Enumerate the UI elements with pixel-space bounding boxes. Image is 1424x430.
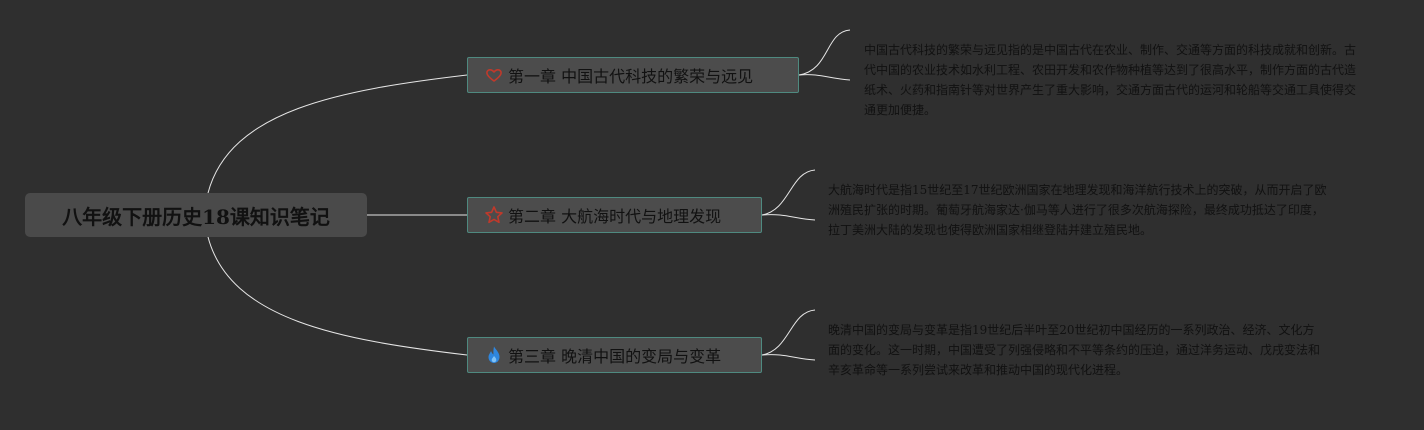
connector-root-chapter-1 [207,74,468,194]
flame-icon [484,345,504,365]
chapter-2-note: 大航海时代是指15世纪至17世纪欧洲国家在地理发现和海洋航行技术上的突破，从而开… [828,183,1327,237]
connector-chapter-2-note-bottom [761,214,816,221]
root-topic-title: 八年级下册历史18课知识笔记 [62,204,330,229]
chapter-2-node[interactable]: 第二章 大航海时代与地理发现 [467,197,762,233]
root-topic[interactable]: 八年级下册历史18课知识笔记 [25,193,367,237]
chapter-1-title: 第一章 中国古代科技的繁荣与远见 [508,67,754,86]
chapter-3-note: 晚清中国的变局与变革是指19世纪后半叶至20世纪初中国经历的一系列政治、经济、文… [828,323,1321,377]
connector-chapter-1-note-bottom [798,74,851,81]
chapter-1-node[interactable]: 第一章 中国古代科技的繁荣与远见 [467,57,799,93]
heart-outline-icon [484,65,504,85]
connector-chapter-3-note-top [761,309,816,356]
connector-chapter-3-note-bottom [761,354,816,361]
chapter-3-node[interactable]: 第三章 晚清中国的变局与变革 [467,337,762,373]
chapter-2-title: 第二章 大航海时代与地理发现 [508,207,722,226]
connector-chapter-1-note-top [798,29,851,76]
star-outline-icon [484,205,504,225]
connector-root-chapter-3 [207,236,468,356]
chapter-1-note: 中国古代科技的繁荣与远见指的是中国古代在农业、制作、交通等方面的科技成就和创新。… [864,43,1357,117]
connector-chapter-2-note-top [761,169,816,216]
chapter-3-title: 第三章 晚清中国的变局与变革 [508,347,722,366]
